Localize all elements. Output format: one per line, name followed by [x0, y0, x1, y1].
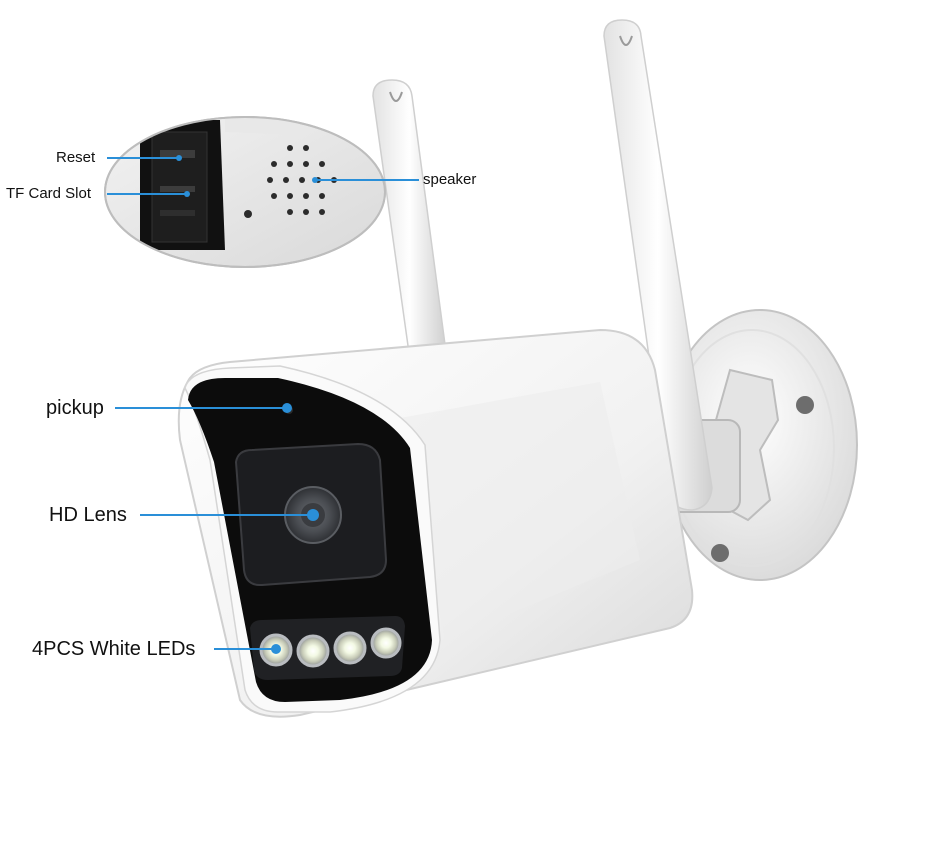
wall-mount — [649, 309, 858, 581]
pickup-label: pickup — [46, 397, 104, 419]
detail-inset — [104, 116, 386, 268]
speaker-grille — [267, 145, 337, 215]
screw-hole — [796, 396, 814, 414]
reset-label: Reset — [56, 149, 96, 166]
hd-lens-label: HD Lens — [49, 504, 127, 526]
screw-hole — [711, 544, 729, 562]
white-leds — [259, 627, 402, 668]
leader-lines — [107, 155, 419, 654]
antenna-right — [603, 19, 713, 511]
tf-card-slot-label: TF Card Slot — [6, 185, 92, 202]
speaker-label: speaker — [423, 171, 477, 188]
white-leds-label: 4PCS White LEDs — [32, 638, 196, 660]
antenna-left — [372, 79, 447, 361]
led-3 — [333, 631, 367, 665]
led-4 — [370, 627, 402, 659]
led-2 — [296, 634, 330, 668]
